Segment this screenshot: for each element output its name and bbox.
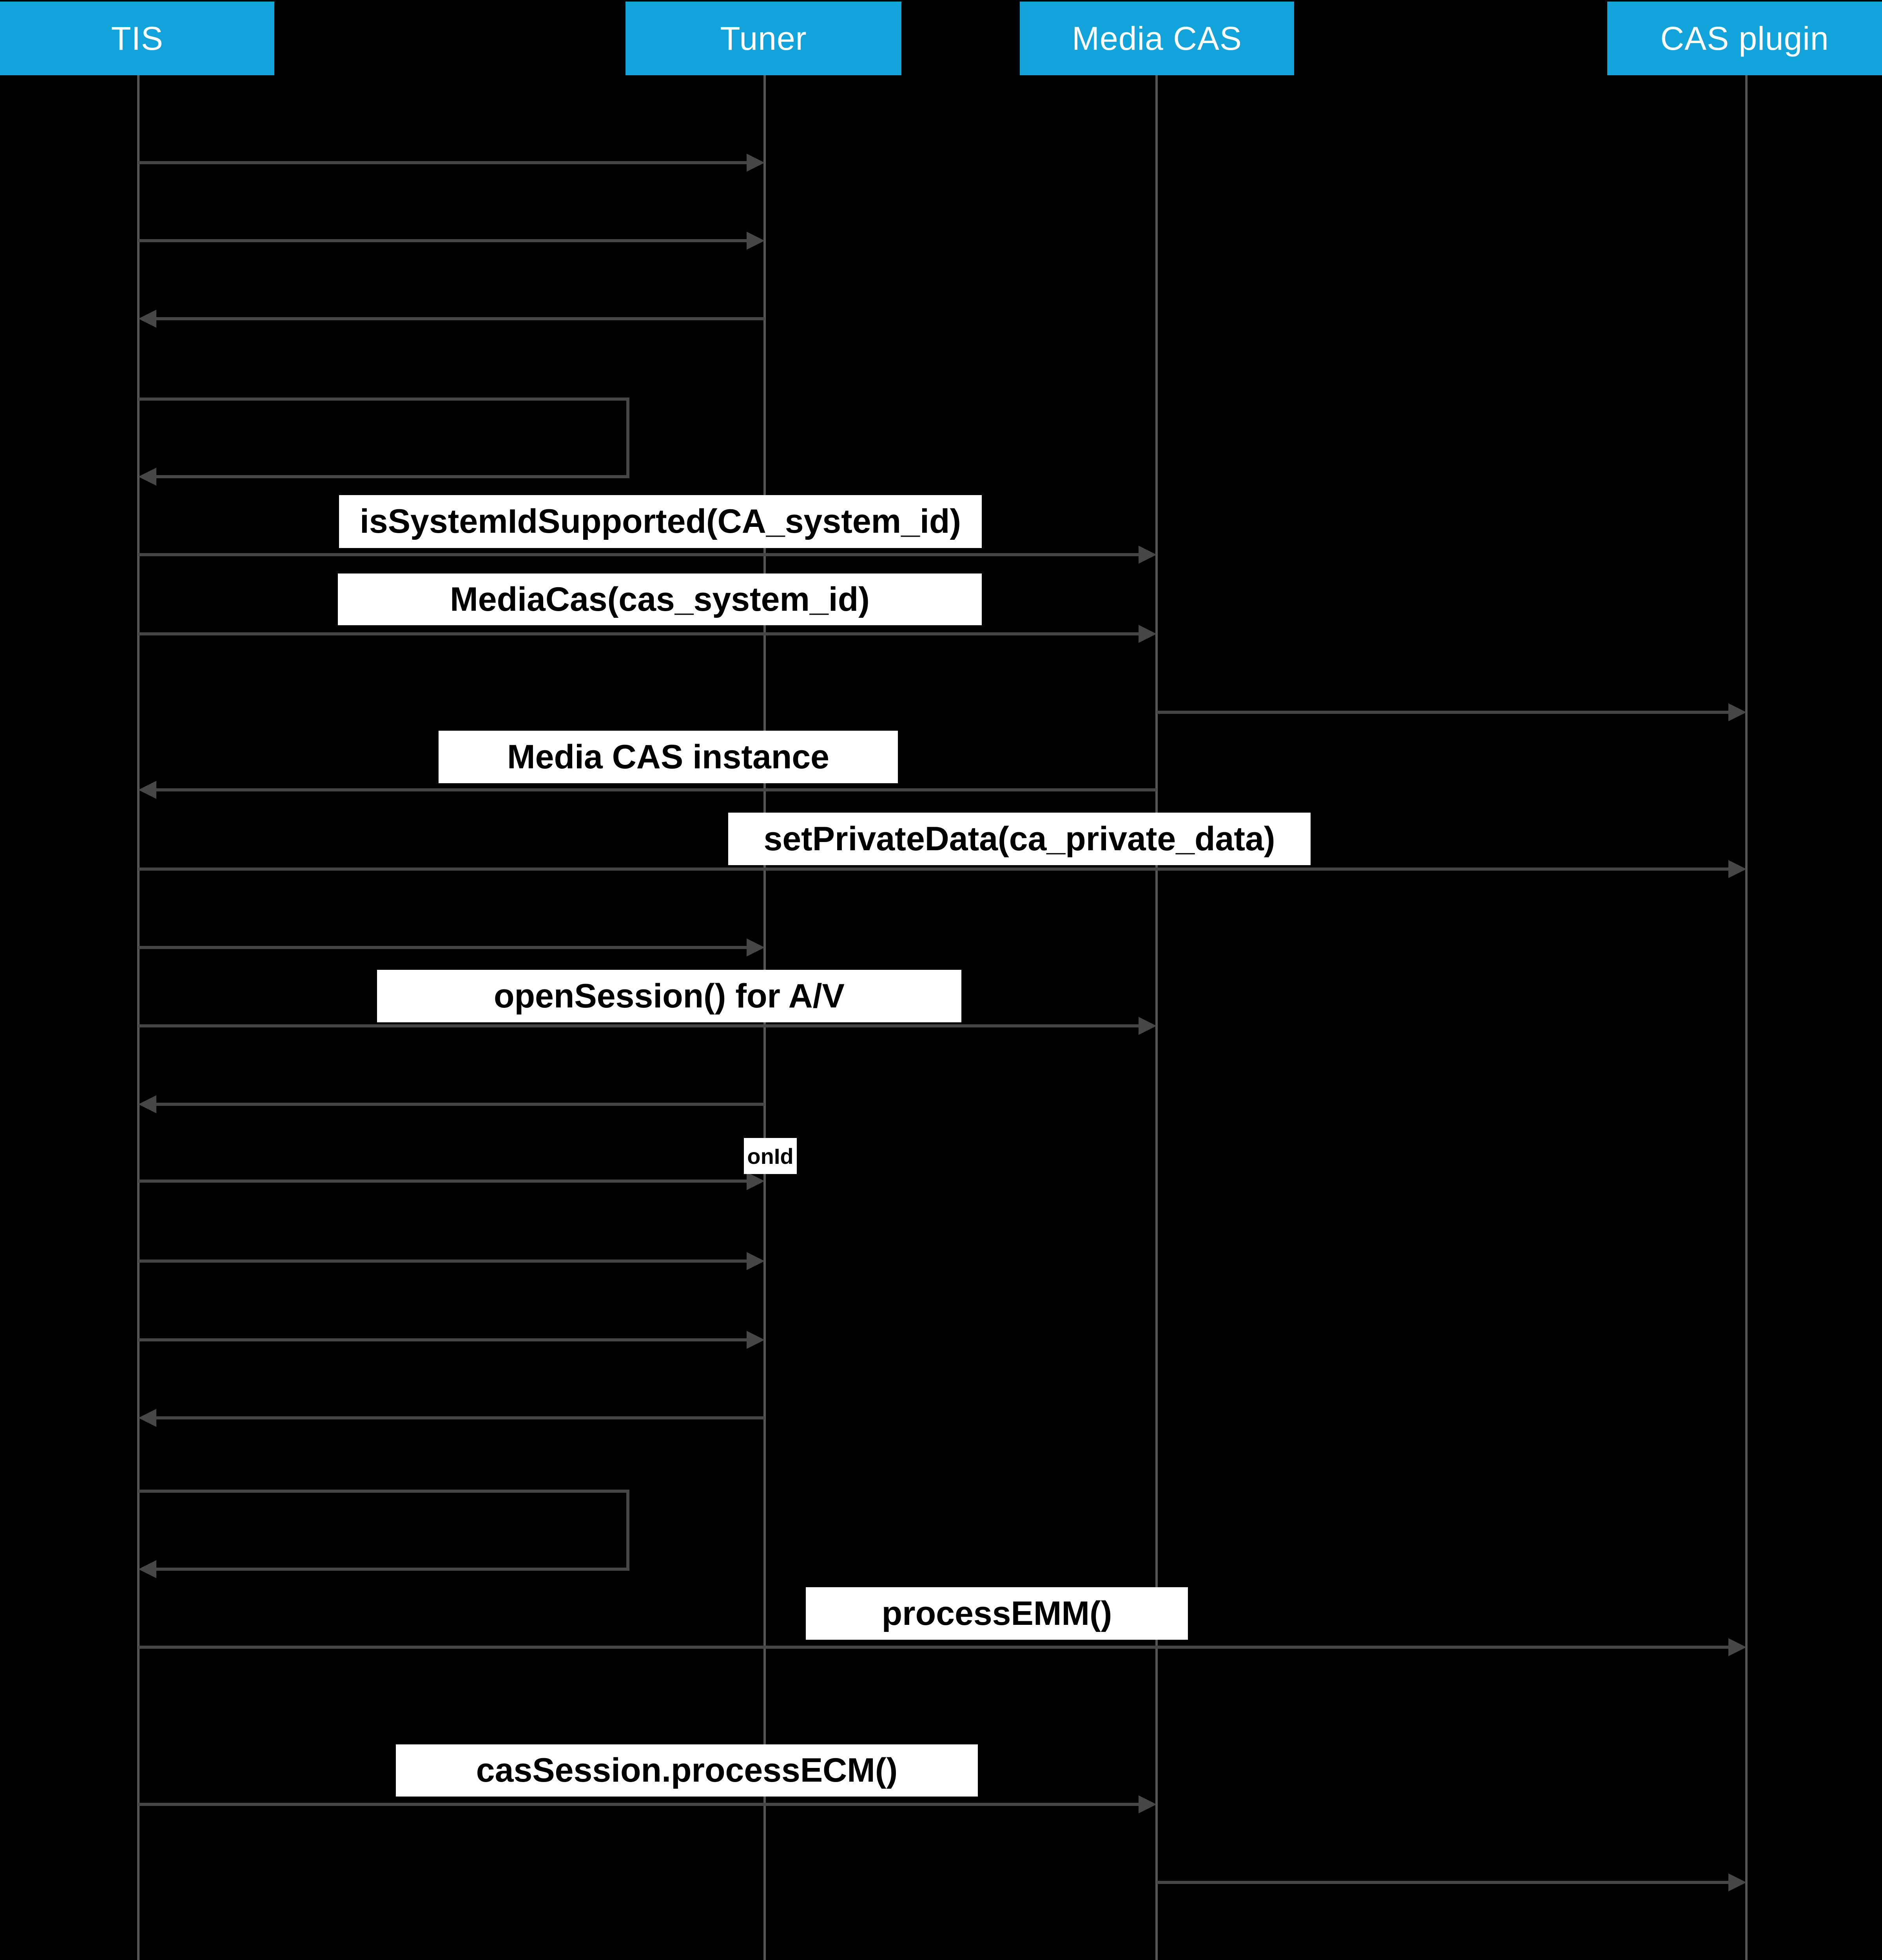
message-arrow-tuner-to-tis <box>154 1416 765 1419</box>
arrowhead <box>138 781 156 799</box>
message-arrow-tuner-to-tis <box>154 1103 765 1106</box>
self-message-top-segment <box>138 1490 629 1493</box>
arrowhead <box>138 1560 156 1578</box>
lifeline-media-cas <box>1155 75 1158 1960</box>
message-arrow-tis-to-media-cas <box>138 632 1141 635</box>
message-label: casSession.processECM() <box>396 1744 978 1797</box>
message-arrow-tis-to-tuner <box>138 1180 749 1183</box>
message-label: isSystemIdSupported(CA_system_id) <box>339 495 982 548</box>
arrowhead <box>747 154 765 172</box>
message-label: MediaCas(cas_system_id) <box>338 573 982 625</box>
arrowhead <box>138 1095 156 1113</box>
participant-header-top-tis: TIS <box>0 2 274 75</box>
message-arrow-media-cas-to-tis <box>154 788 1157 791</box>
self-message-right-segment <box>626 397 629 478</box>
arrowhead <box>1728 1873 1746 1891</box>
arrowhead <box>1728 1638 1746 1656</box>
message-arrow-media-cas-to-cas-plugin <box>1157 1881 1731 1884</box>
message-label: setPrivateData(ca_private_data) <box>728 813 1311 865</box>
self-message-bottom-segment <box>154 1568 629 1571</box>
arrowhead <box>747 1331 765 1349</box>
arrowhead <box>1139 1017 1157 1035</box>
arrowhead <box>1728 703 1746 721</box>
message-arrow-tis-to-media-cas <box>138 553 1141 556</box>
message-arrow-tis-to-tuner <box>138 946 749 949</box>
message-arrow-media-cas-to-cas-plugin <box>1157 711 1731 714</box>
arrowhead <box>1139 1795 1157 1813</box>
arrowhead <box>747 938 765 956</box>
arrowhead <box>1139 625 1157 643</box>
message-label: Media CAS instance <box>439 731 898 783</box>
arrowhead <box>1139 546 1157 564</box>
message-arrow-tis-to-cas-plugin <box>138 867 1731 871</box>
lifeline-cas-plugin <box>1745 75 1748 1960</box>
message-label: processEMM() <box>806 1587 1188 1640</box>
arrowhead <box>747 232 765 250</box>
message-arrow-tis-to-tuner <box>138 1259 749 1263</box>
participant-header-top-tuner: Tuner <box>626 2 901 75</box>
arrowhead <box>1728 860 1746 878</box>
message-arrow-tis-to-media-cas <box>138 1803 1141 1806</box>
self-message-bottom-segment <box>154 475 629 478</box>
message-arrow-tis-to-tuner <box>138 1338 749 1341</box>
message-arrow-tis-to-tuner <box>138 239 749 242</box>
lifeline-tis <box>137 75 140 1960</box>
arrowhead <box>747 1172 765 1190</box>
message-label: openSession() for A/V <box>377 970 961 1022</box>
arrowhead <box>138 468 156 486</box>
self-message-top-segment <box>138 397 629 401</box>
arrowhead <box>138 310 156 328</box>
message-arrow-tuner-to-tis <box>154 317 765 320</box>
message-arrow-tis-to-cas-plugin <box>138 1646 1731 1649</box>
arrowhead <box>747 1252 765 1270</box>
self-message-right-segment <box>626 1490 629 1571</box>
participant-header-top-media-cas: Media CAS <box>1020 2 1294 75</box>
message-label: onId <box>744 1138 797 1174</box>
message-arrow-tis-to-media-cas <box>138 1024 1141 1027</box>
arrowhead <box>138 1409 156 1427</box>
participant-header-top-cas-plugin: CAS plugin <box>1607 2 1882 75</box>
message-arrow-tis-to-tuner <box>138 161 749 164</box>
